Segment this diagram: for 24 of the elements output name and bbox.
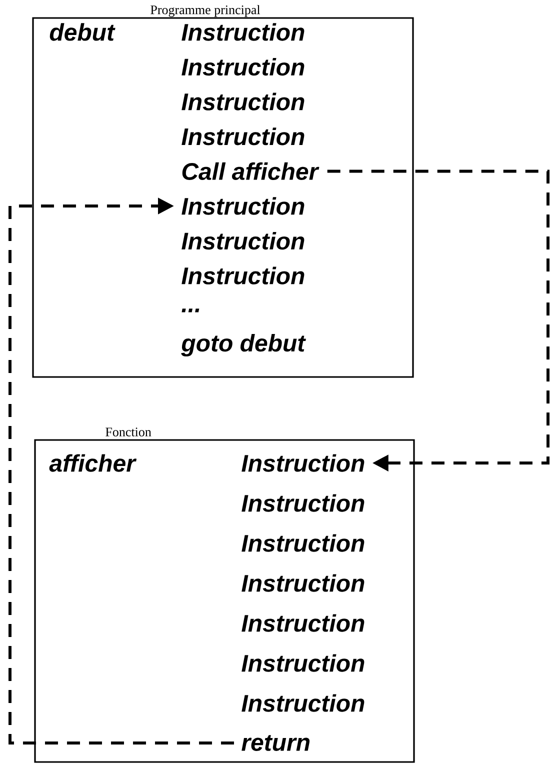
code-line: Instruction: [182, 92, 304, 110]
code-line: afficher: [49, 454, 137, 472]
code-line: debut: [50, 23, 116, 41]
code-line: Instruction: [182, 128, 304, 146]
code-line: Instruction: [182, 23, 304, 41]
code-line: ...: [182, 308, 200, 312]
code-line: goto debut: [181, 334, 306, 356]
dashed-arrow: [8, 198, 234, 744]
code-line: return: [242, 735, 310, 751]
code-line: Instruction: [182, 266, 304, 284]
code-line: Instruction: [242, 454, 364, 472]
code-line: Instruction: [242, 654, 364, 672]
code-line: Instruction: [182, 58, 304, 76]
code-line: Instruction: [242, 494, 364, 512]
box-heading: Programme principal: [150, 5, 260, 17]
box-heading: Fonction: [106, 428, 152, 436]
code-line: Instruction: [182, 197, 304, 215]
code-line: Instruction: [242, 574, 364, 592]
dashed-arrow: [327, 170, 550, 472]
code-line: Instruction: [242, 614, 364, 632]
code-line: Instruction: [242, 694, 364, 712]
code-line: Instruction: [182, 232, 304, 250]
code-line: Instruction: [242, 534, 364, 552]
code-line: Call afficher: [182, 162, 320, 180]
